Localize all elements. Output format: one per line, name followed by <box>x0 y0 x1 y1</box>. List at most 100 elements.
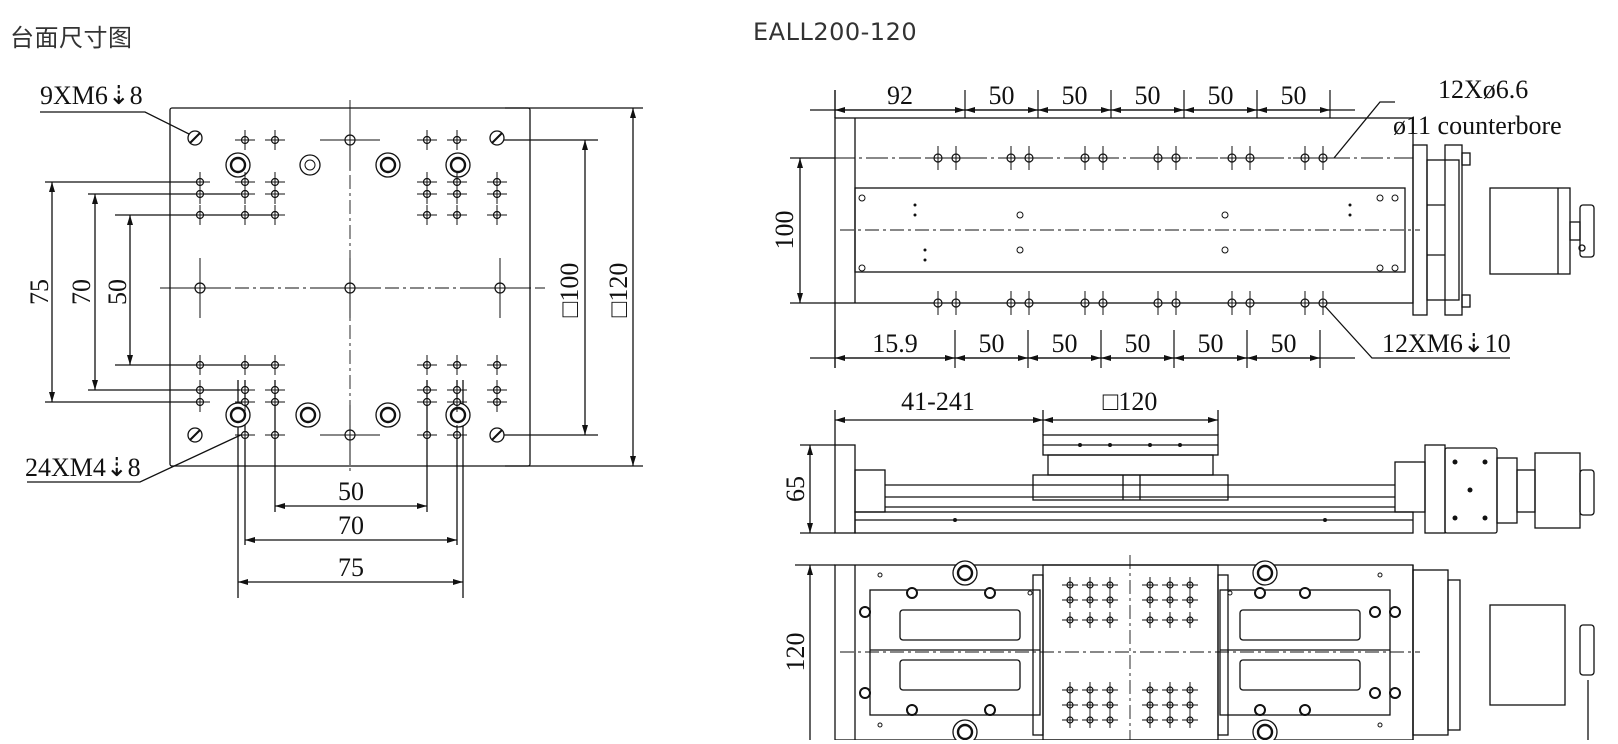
dim-50-vertical: 50 <box>103 279 132 305</box>
bottom-dot <box>1027 590 1033 596</box>
counterbore-hole <box>445 402 471 428</box>
counterbore-inner <box>449 156 467 174</box>
cover-dot <box>913 213 917 217</box>
bottom-dot <box>877 722 883 728</box>
corner-hole-slot <box>491 429 503 441</box>
cover-dot <box>913 203 917 207</box>
bottom-screw <box>1299 587 1311 599</box>
dim-70-vertical: 70 <box>67 279 96 305</box>
dim-bottom-label: 50 <box>1198 329 1224 358</box>
right-title: EALL200-120 <box>753 18 918 46</box>
cover-screw <box>1391 194 1399 202</box>
side-view-dots <box>953 443 1488 522</box>
bottom-screw <box>859 606 871 618</box>
dim-bottom-label: 50 <box>979 329 1005 358</box>
dim-top-label: 50 <box>1281 81 1307 110</box>
bottom-screw <box>1369 687 1381 699</box>
dim-75-vertical: 75 <box>25 279 54 305</box>
dim-100-height: 100 <box>770 211 799 250</box>
dim-100-square: □100 <box>555 263 584 318</box>
dim-top-label: 50 <box>1135 81 1161 110</box>
bottom-dot <box>1377 722 1383 728</box>
callout-9xm6: 9XM6⇣8 <box>40 81 143 110</box>
stage-cover <box>854 187 1406 273</box>
dim-120-width: 120 <box>781 633 810 672</box>
table-holes <box>170 110 530 465</box>
counterbore-inner <box>1256 723 1274 741</box>
left-title: 台面尺寸图 <box>10 24 133 52</box>
counterbore-inner <box>379 156 397 174</box>
cover-dot <box>923 258 927 262</box>
bottom-screw <box>984 704 996 716</box>
dim-50-horizontal: 50 <box>338 477 364 506</box>
bottom-screw <box>859 687 871 699</box>
cover-dot <box>1348 213 1352 217</box>
side-base <box>854 511 1414 534</box>
counterbore-inner <box>379 406 397 424</box>
cover-screw <box>1221 211 1229 219</box>
dim-70-horizontal: 70 <box>338 511 364 540</box>
plain-hole-inner <box>304 159 316 171</box>
bottom-view-holes <box>859 560 1401 744</box>
cover-screw <box>858 264 866 272</box>
cover-screw <box>1016 246 1024 254</box>
dim-travel: 41-241 <box>901 387 975 416</box>
bottom-dot <box>1377 572 1383 578</box>
callout-counterbore-line1: 12Xø6.6 <box>1438 75 1528 104</box>
corner-hole-slot <box>189 132 201 144</box>
counterbore-hole <box>225 152 251 178</box>
dim-top-label: 50 <box>1062 81 1088 110</box>
counterbore-inner <box>956 723 974 741</box>
dim-table-120: □120 <box>1103 387 1158 416</box>
callout-12xm6: 12XM6⇣10 <box>1382 329 1511 358</box>
dim-bottom-label: 50 <box>1271 329 1297 358</box>
cover-screw <box>858 194 866 202</box>
bottom-screw <box>984 587 996 599</box>
counterbore-hole <box>952 560 978 586</box>
bottom-dot <box>1227 590 1233 596</box>
counterbore-hole <box>375 402 401 428</box>
bottom-screw <box>1299 704 1311 716</box>
dim-120-square: □120 <box>604 263 633 318</box>
dim-65-height: 65 <box>781 476 810 502</box>
bottom-screw <box>906 587 918 599</box>
bottom-screw <box>1369 606 1381 618</box>
bottom-screw <box>1254 587 1266 599</box>
bottom-dot <box>877 572 883 578</box>
counterbore-hole <box>225 402 251 428</box>
dim-top-label: 50 <box>989 81 1015 110</box>
top-view-holes <box>858 146 1399 315</box>
bottom-screw <box>906 704 918 716</box>
counterbore-inner <box>956 564 974 582</box>
bottom-base-outline <box>834 564 1414 741</box>
dim-bottom-label: 15.9 <box>872 329 918 358</box>
stage-base-outline <box>834 117 1414 304</box>
counterbore-hole <box>445 152 471 178</box>
cover-dot <box>923 248 927 252</box>
stage-side-view <box>800 410 1595 534</box>
cover-screw <box>1391 264 1399 272</box>
counterbore-inner <box>229 156 247 174</box>
callout-24xm4: 24XM4⇣8 <box>25 453 141 482</box>
dim-bottom-label: 50 <box>1052 329 1078 358</box>
counterbore-inner <box>299 406 317 424</box>
counterbore-inner <box>229 406 247 424</box>
cover-screw <box>1016 211 1024 219</box>
cover-screw <box>1376 264 1384 272</box>
dim-bottom-label: 50 <box>1125 329 1151 358</box>
dim-top-label: 50 <box>1208 81 1234 110</box>
counterbore-hole <box>952 719 978 744</box>
bottom-screw <box>1389 606 1401 618</box>
plain-hole <box>299 154 321 176</box>
dim-75-horizontal: 75 <box>338 553 364 582</box>
corner-hole-slot <box>491 132 503 144</box>
bottom-screw <box>1254 704 1266 716</box>
counterbore-inner <box>1256 564 1274 582</box>
counterbore-hole <box>1252 719 1278 744</box>
counterbore-hole <box>375 152 401 178</box>
counterbore-hole <box>1252 560 1278 586</box>
bottom-screw <box>1389 687 1401 699</box>
cover-screw <box>1376 194 1384 202</box>
